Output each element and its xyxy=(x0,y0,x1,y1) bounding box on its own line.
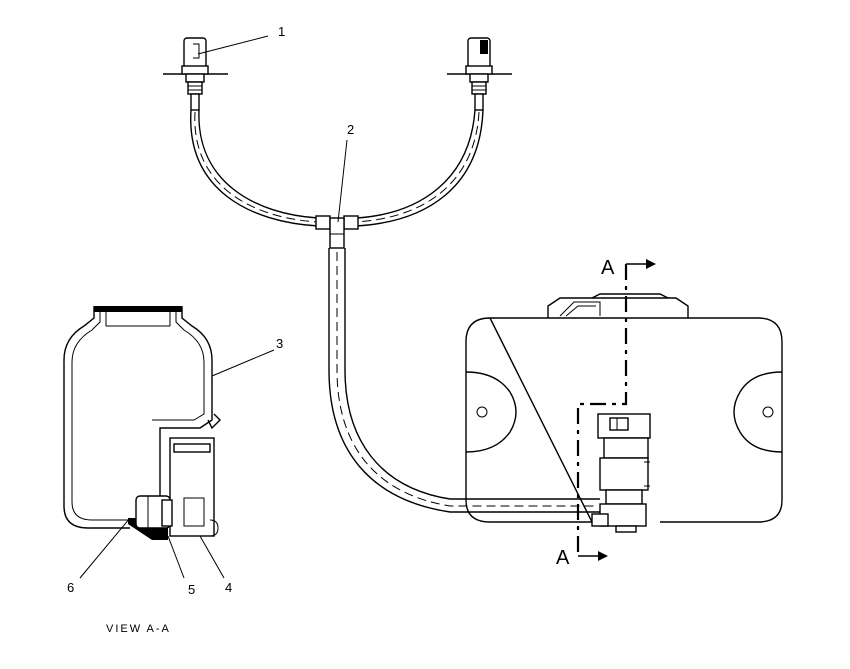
hose-left-branch xyxy=(190,109,319,227)
pump-front-view xyxy=(591,413,651,533)
callout-6: 6 xyxy=(67,580,74,595)
section-label-bottom: A xyxy=(556,547,570,569)
view-caption: VIEW A-A xyxy=(106,623,171,635)
reservoir-front-view xyxy=(465,293,783,523)
right-nozzle xyxy=(447,37,512,111)
callout-4: 4 xyxy=(225,580,232,595)
left-nozzle xyxy=(163,37,228,111)
section-label-top: A xyxy=(601,257,615,279)
callout-2: 2 xyxy=(347,122,354,137)
callout-3: 3 xyxy=(276,336,283,351)
leader-lines xyxy=(79,35,348,579)
tee-connector xyxy=(315,215,359,249)
callout-5: 5 xyxy=(188,582,195,597)
hose-main xyxy=(328,248,600,513)
reservoir-section-view xyxy=(63,306,221,529)
callout-1: 1 xyxy=(278,24,285,39)
pump-section-view xyxy=(128,437,219,540)
section-line-a-a xyxy=(576,259,656,561)
hose-right-branch xyxy=(355,109,484,227)
